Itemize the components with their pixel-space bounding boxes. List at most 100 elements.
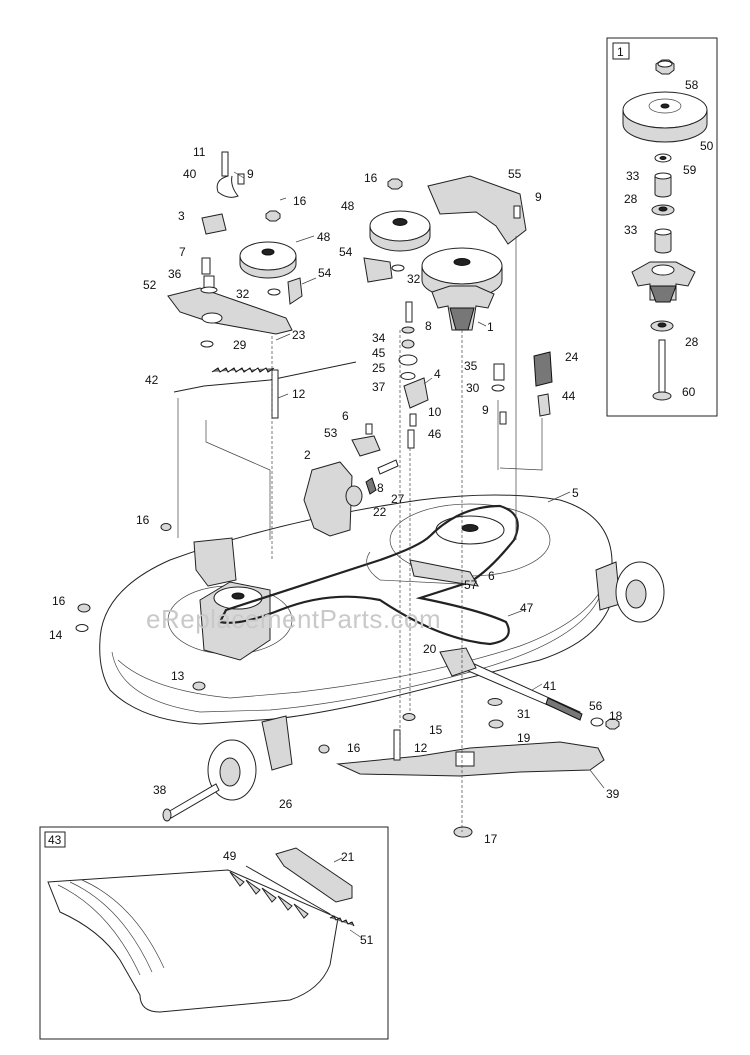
idler-pulley-48-center-side [369,225,431,252]
leader-1 [477,321,487,327]
callout-18: 18 [609,709,623,723]
callout-51: 51 [360,933,374,947]
mulch-plate [47,869,339,1013]
callout-59: 59 [683,163,697,177]
nut-19 [488,719,504,729]
mulch-kit-inset-tag-label: 43 [48,833,62,847]
callout-57: 57 [464,578,478,592]
callout-23: 23 [292,328,306,342]
callout-9-lower: 9 [482,403,489,417]
leader-12 [277,393,289,399]
bolt-38 [167,783,220,819]
washer-56 [590,717,604,727]
deck-hanger-57 [409,559,479,587]
pulley-50-hub [648,98,682,114]
nut-15 [402,713,416,721]
bracket-21 [275,847,353,903]
callout-54-left: 54 [318,266,332,280]
front-hanger-left [261,715,293,771]
callout-6-upper: 6 [342,409,349,423]
callout-34: 34 [372,331,386,345]
spindle-inset-frame [606,37,718,417]
bracket-53 [351,435,381,457]
spindle-inset: 1 [606,37,718,417]
washer-34 [401,326,415,334]
idler-arm-52-boss [201,312,223,324]
callout-53: 53 [324,426,338,440]
align-idler-arm [205,420,271,540]
leader-54 [301,277,317,285]
mulch-kit-inset-tag [44,831,66,848]
callout-12-upper: 12 [292,387,306,401]
exploded-parts [167,151,553,507]
callout-4: 4 [434,367,441,381]
callout-7: 7 [179,245,186,259]
spring-23 [211,367,275,373]
idler-arm-52 [167,287,293,335]
callout-38: 38 [153,783,167,797]
drive-belt-47 [218,504,519,646]
screw-9-lower [499,411,507,425]
nut-17 [453,826,473,838]
watermark: eReplacementParts.com [146,604,441,634]
pulley-50-bore [660,103,670,109]
bolt-8-upper [405,301,413,323]
callout-labels: 58 50 59 33 28 33 28 60 11 40 9 3 16 48 … [49,78,714,947]
spindle-pulley-1-hub [453,258,471,266]
callout-2: 2 [304,448,311,462]
mulch-plate-ribs [57,879,165,976]
leader-21 [333,857,343,863]
leader-51 [349,929,363,939]
washer-59-hole [659,156,667,160]
spindle-inset-tag-label: 1 [617,45,624,59]
bolt-12-upper [271,369,279,419]
callout-24: 24 [565,350,579,364]
callout-25: 25 [372,361,386,375]
leader-48 [295,235,315,243]
fitting-44 [537,393,551,417]
spindle-housing-hub [651,264,675,276]
spindle-housing [631,261,696,301]
washer-14 [75,624,89,632]
belt-keeper-54-left [287,277,303,305]
bolt-8-lower [377,459,399,475]
screw-9-left [237,173,245,185]
bracket-20 [439,647,477,677]
ring-25 [398,354,418,366]
blade-39-center [455,751,475,767]
callout-12-lower: 12 [414,741,428,755]
callout-16-top-center: 16 [364,171,378,185]
left-spindle-hub [231,592,245,600]
nut-16-front [318,744,330,754]
screw-10 [409,413,417,427]
sleeve-33-lower-top [654,228,672,236]
callout-8-upper: 8 [425,319,432,333]
callout-9-left: 9 [247,167,254,181]
callout-35: 35 [464,359,478,373]
callout-37: 37 [372,380,386,394]
callout-48-center: 48 [341,199,355,213]
callout-16-upper-left: 16 [136,513,150,527]
callout-19: 19 [517,731,531,745]
shaft-60 [658,339,666,393]
callout-16-front: 16 [347,741,361,755]
sleeve-33-upper [654,175,672,198]
leader-4 [423,377,433,385]
leader-47 [507,609,525,617]
callout-41: 41 [543,679,557,693]
bolt-12-lower [393,729,401,761]
callout-28-upper: 28 [624,192,638,206]
adjuster-rod-41-thread [545,697,583,721]
callout-48-left: 48 [317,230,331,244]
callout-42: 42 [145,373,159,387]
bolt-7 [201,257,211,275]
callout-39: 39 [606,787,620,801]
pin-46 [407,429,415,449]
rod-42 [173,361,357,393]
callout-13: 13 [171,669,185,683]
gauge-wheel-26-hub [219,757,241,787]
callout-49: 49 [223,849,237,863]
washer-30 [491,384,505,392]
pulley-22 [345,485,363,507]
